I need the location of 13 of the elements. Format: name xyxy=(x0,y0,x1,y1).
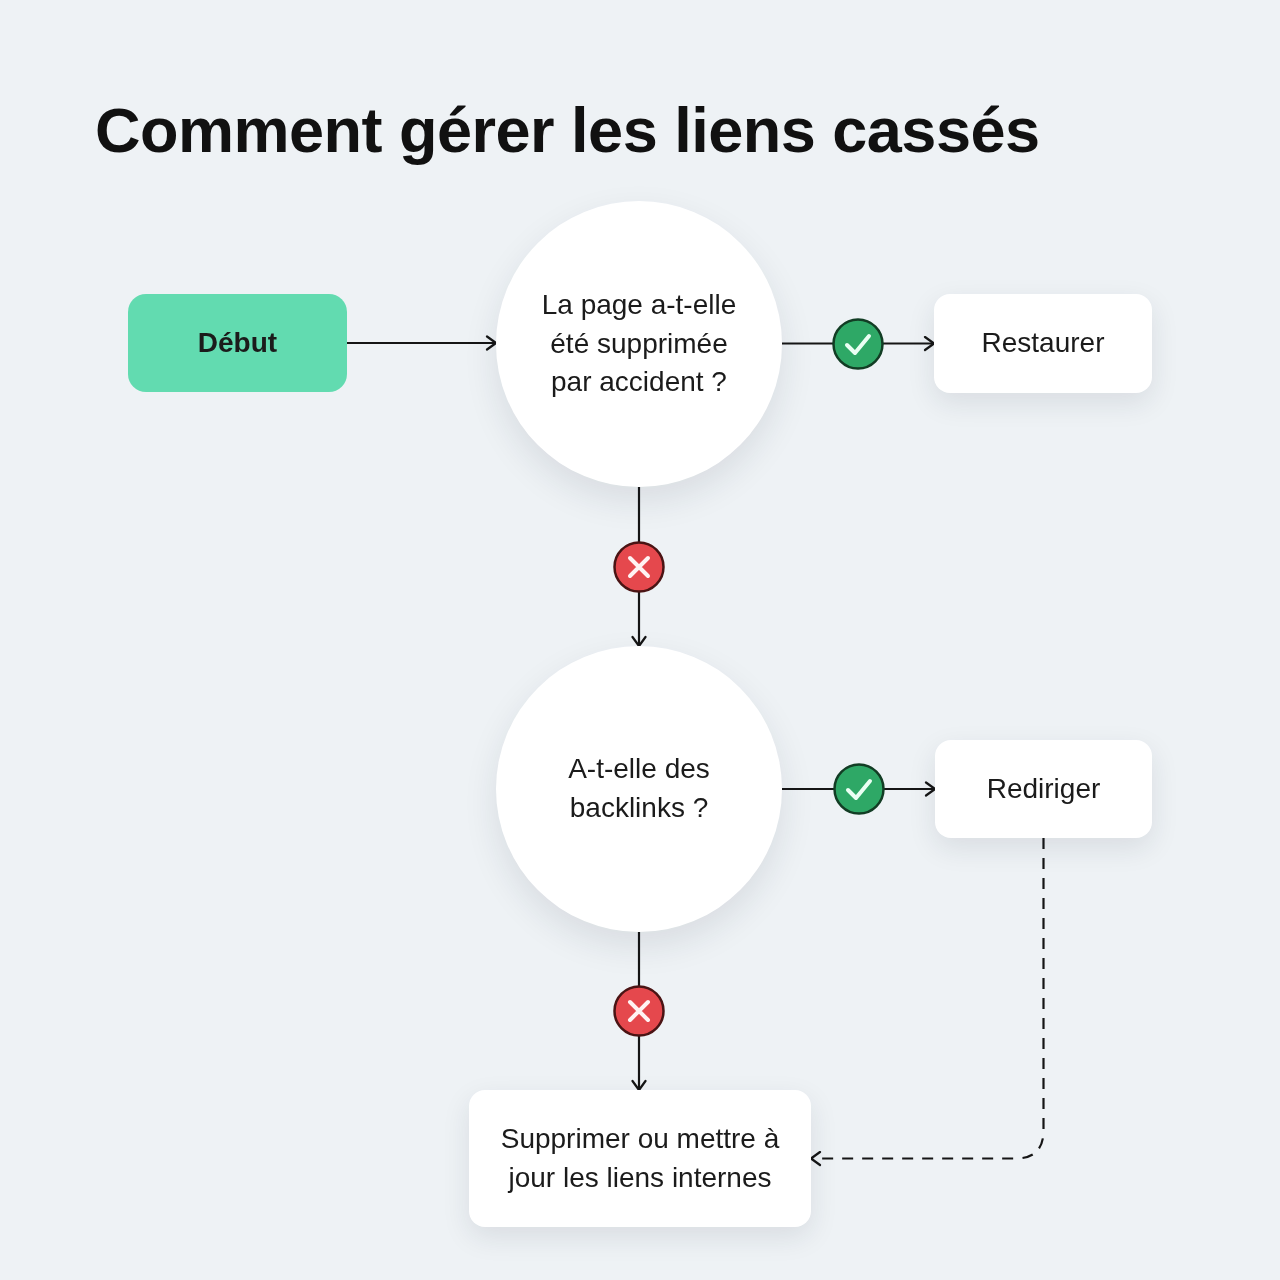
node-label: Rediriger xyxy=(986,771,1101,806)
node-label: Supprimer ou mettre à jour les liens internes xyxy=(499,1121,781,1195)
start-box xyxy=(128,294,347,392)
diagram-title: Comment gérer les liens cassés xyxy=(95,96,1040,166)
node-label: Début xyxy=(197,325,278,360)
node-label: A-t-elle des backlinks ? xyxy=(567,752,711,825)
action-box xyxy=(469,1090,811,1227)
node-label: Restaurer xyxy=(981,326,1105,361)
node-label: La page a-t-elle été supprimée par accident ? xyxy=(540,287,738,400)
arrow xyxy=(347,335,498,351)
action-box xyxy=(934,294,1152,393)
dashed-arrow xyxy=(809,838,1045,1167)
action-box xyxy=(935,740,1152,838)
